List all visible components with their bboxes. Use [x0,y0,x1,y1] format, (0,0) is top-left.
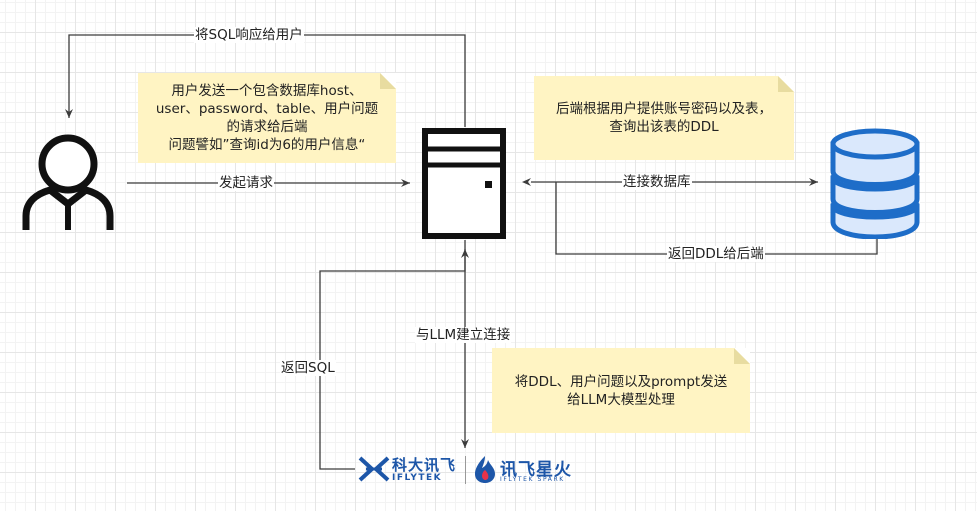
iflytek-logo-cn: 科大讯飞 [392,456,457,474]
spark-logo-icon [475,456,495,483]
note-backend-ddl-text: 后端根据用户提供账号密码以及表， 查询出该表的DDL [556,101,772,135]
logo-divider [465,456,466,484]
llm-logo-group: 科大讯飞 IFLYTEK 讯飞星火 IFLYTEK SPARK [356,452,588,488]
note-user-request-text: 用户发送一个包含数据库host、 user、password、table、用户问… [155,83,379,153]
edge-label-connect-db: 连接数据库 [622,174,692,190]
edge-label-send-request: 发起请求 [218,175,274,191]
spark-logo-cn: 讯飞星火 [500,460,572,480]
note-backend-ddl: 后端根据用户提供账号密码以及表， 查询出该表的DDL [534,76,794,160]
note-llm-process-text: 将DDL、用户问题以及prompt发送 给LLM大模型处理 [514,373,728,408]
spark-logo-en: IFLYTEK SPARK [500,476,565,483]
edge-label-return-sql: 返回SQL [280,360,336,376]
note-user-request: 用户发送一个包含数据库host、 user、password、table、用户问… [138,73,396,163]
user-icon [22,134,114,230]
edge-label-return-ddl: 返回DDL给后端 [667,246,765,262]
iflytek-logo-icon [358,456,390,482]
server-icon [422,128,506,239]
database-icon [830,128,920,239]
note-llm-process: 将DDL、用户问题以及prompt发送 给LLM大模型处理 [492,348,750,433]
edge-label-connect-llm: 与LLM建立连接 [415,327,512,343]
iflytek-logo-en: IFLYTEK [392,473,443,483]
edge-return-sql [319,249,469,470]
edge-label-sql-response: 将SQL响应给用户 [194,27,304,43]
